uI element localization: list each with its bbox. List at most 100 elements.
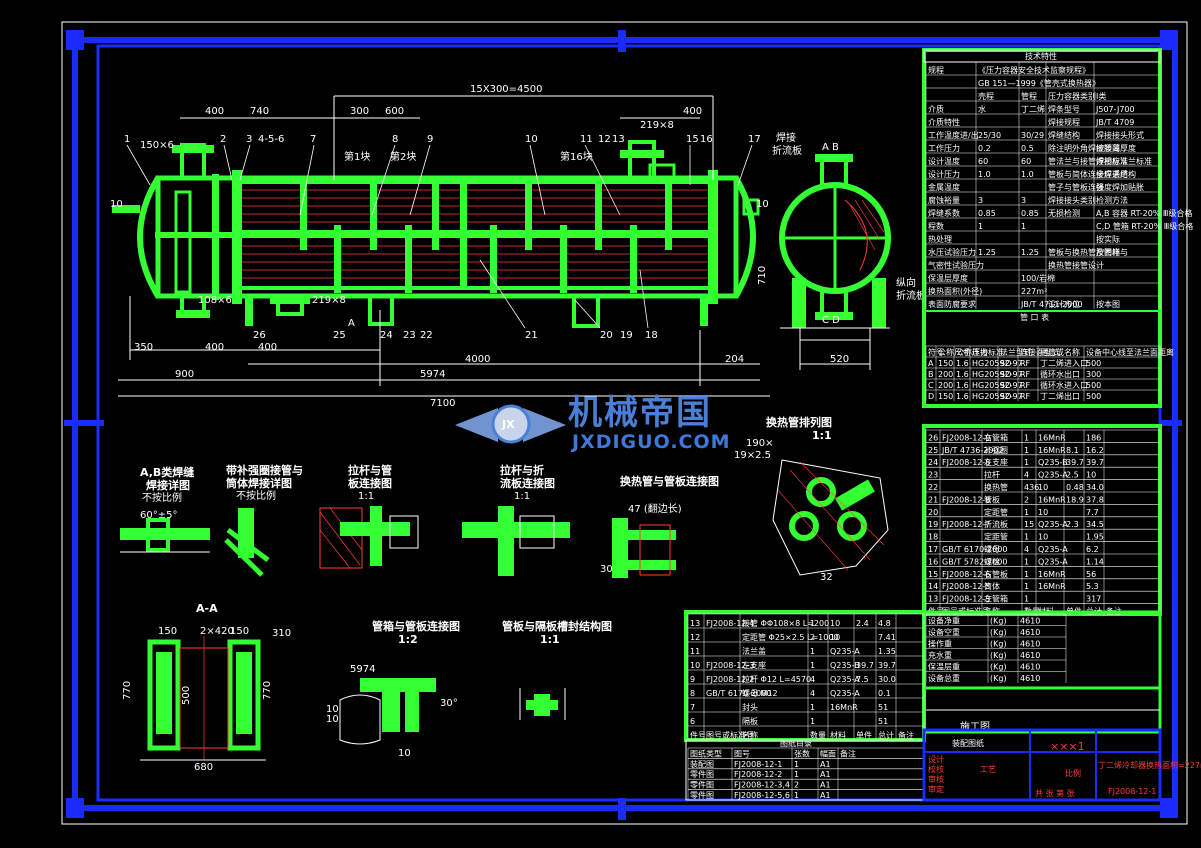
svg-text:校核: 校核 [928, 764, 944, 774]
part-cell: FJ2008-12-8 [942, 495, 990, 504]
watermark-domain: JXDIGUO.COM [570, 431, 731, 453]
lower-cell: 4 [810, 675, 815, 684]
doc-type-label: 装配图纸 [952, 738, 984, 748]
spec-cell: 按实际 [1096, 234, 1120, 244]
part-cell: Q235-A [1038, 471, 1068, 480]
part-cell: FJ2008-12-6 [942, 570, 990, 579]
part-cell: 16.2 [1086, 446, 1104, 455]
lower-cell: FJ2008-12-3 [706, 661, 754, 670]
part-cell: FJ2008-12-9 [942, 433, 990, 442]
part-cell: 4 [1024, 471, 1029, 480]
ref-cell: 零件图 [690, 780, 714, 790]
part-cell: 1 [1024, 446, 1029, 455]
d7-310: 310 [272, 628, 291, 639]
spec-cell: 0.85 [978, 209, 996, 218]
part-cell: 左支座 [984, 457, 1008, 467]
spec-cell: 设计温度 [928, 156, 960, 166]
nozzle-cell: 连接标准 [972, 347, 1004, 357]
part-cell: 10 [1086, 471, 1096, 480]
lower-cell: 图号或标准号 [706, 730, 754, 740]
d7-2x420: 2×420 [200, 626, 234, 637]
end-view: A B C D 710 520 [757, 142, 891, 370]
watermark: JX 机械帝国 JXDIGUO.COM [455, 393, 731, 453]
weight-cell: 4610 [1020, 663, 1040, 672]
note-weld: 焊接 [776, 131, 796, 144]
lower-cell: 1 [810, 717, 815, 726]
part-cell: 2 [1024, 495, 1029, 504]
svg-text:审核: 审核 [928, 774, 944, 784]
part-cell: 10 [1038, 508, 1048, 517]
weight-cell: 保温层重 [928, 662, 960, 672]
d7-680: 680 [194, 762, 213, 773]
nozzle-cell: SO [1000, 392, 1011, 401]
nozzle-cell: 1.6 [956, 370, 969, 379]
svg-text:1: 1 [124, 134, 130, 145]
d7-770b: 770 [262, 681, 273, 700]
part-cell: 22 [928, 483, 938, 492]
weight-cell: 4610 [1020, 674, 1040, 683]
spec-cell: 100/岩棉 [1021, 273, 1055, 283]
nozzle-cell: RF [1020, 370, 1031, 379]
part-cell: 1 [1024, 458, 1029, 467]
part-cell: 16MnR [1038, 495, 1066, 504]
part-cell: 管板 [984, 494, 1000, 504]
lower-cell: 11 [690, 647, 700, 656]
nozzle-cell: D [928, 392, 934, 401]
tech-spec-header: 技术特性 [1025, 51, 1057, 61]
part-cell: Q235-A [1038, 520, 1068, 529]
part-cell: GB/T 6170-2000 [942, 545, 1007, 554]
part-cell: 1 [1024, 582, 1029, 591]
spec-cell: 0.5 [1021, 144, 1034, 153]
spec-cell: 焊缝结构 [1048, 130, 1080, 140]
d8-10a: 10 [326, 704, 339, 715]
part-cell: 17 [928, 545, 938, 554]
svg-text:4-5-6: 4-5-6 [258, 134, 284, 145]
part-cell: 34.5 [1086, 520, 1104, 529]
dim-520: 520 [830, 354, 849, 365]
dim-7100: 7100 [430, 398, 455, 409]
label-section-a: A [348, 318, 355, 329]
svg-text:20: 20 [600, 330, 613, 341]
spec-cell: 1.0 [1021, 170, 1034, 179]
nozzle-cell: 丁二烯出口 [1040, 391, 1080, 401]
d4-title1: 拉杆与折 [500, 463, 544, 477]
svg-text:22: 22 [420, 330, 433, 341]
svg-text:23: 23 [403, 330, 416, 341]
ref-cell: 1 [794, 760, 799, 769]
lower-cell: 接管 ΦΦ108×8 L=200 [742, 618, 829, 628]
ref-cell: 2 [794, 781, 799, 790]
spec-cell: 60 [978, 157, 988, 166]
part-cell: 螺栓 [984, 556, 1000, 566]
ref-cell: A1 [820, 791, 831, 800]
part-cell: Q235-B [1038, 458, 1068, 467]
d6-scale: 1:1 [812, 429, 832, 442]
d5-note: 47 (翻边长) [628, 503, 682, 515]
ref-cell: A1 [820, 770, 831, 779]
part-cell: 56 [1086, 570, 1096, 579]
note-150x6: 150×6 [140, 140, 174, 151]
ref-cell: 1 [794, 791, 799, 800]
svg-text:8: 8 [392, 134, 398, 145]
dim-300: 300 [350, 106, 369, 117]
part-cell: 186 [1086, 433, 1101, 442]
spec-cell: 介质 [928, 104, 944, 114]
nozzle-cell: 循环水出口 [1040, 369, 1080, 379]
dim-710: 710 [757, 266, 768, 285]
lower-cell: 1 [810, 619, 815, 628]
drawing-number: FJ2008-12-1 [1108, 787, 1156, 796]
spec-cell: 金属温度 [928, 182, 960, 192]
title-block: ×××1 丁二烯冷却器换热面积=227m² FJ2008-12-1 比例 共 张… [922, 728, 1201, 802]
part-cell: 1.95 [1086, 533, 1104, 542]
ref-cell: 零件图 [690, 790, 714, 800]
nozzle-cell: SO [1000, 359, 1011, 368]
weights-table: 设备净重(Kg)4610设备空重(Kg)4610操作重(Kg)4610充水重(K… [922, 610, 1162, 748]
lower-cell: 13 [690, 619, 700, 628]
lower-cell: 10 [830, 633, 840, 642]
spec-cell: 水 [978, 104, 986, 114]
weight-cell: 设备总重 [928, 673, 960, 683]
corner-markers [64, 30, 1182, 820]
svg-text:设计: 设计 [928, 754, 944, 764]
nozzle-cell: 法兰型式 [1000, 347, 1032, 357]
